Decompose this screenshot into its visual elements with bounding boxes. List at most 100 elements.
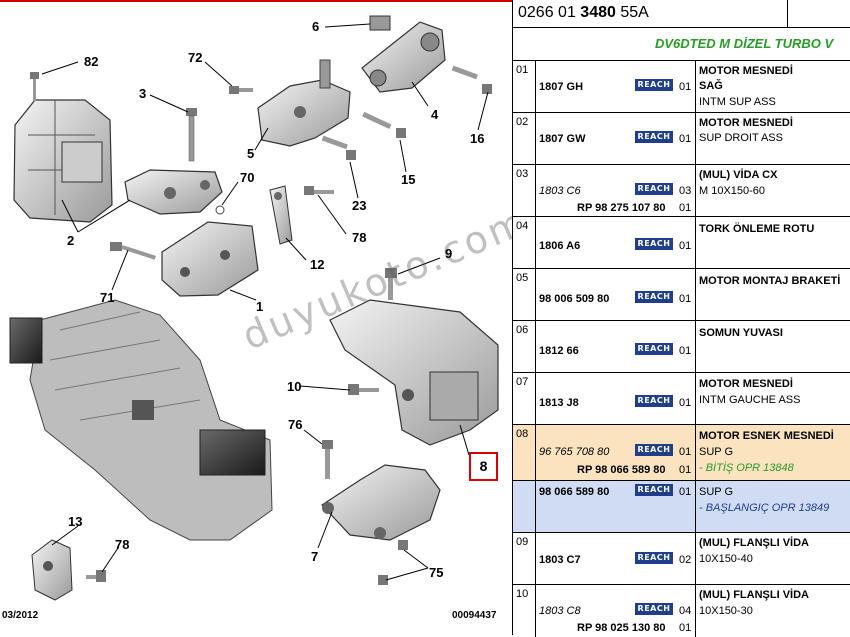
reach-badge: REACH — [635, 484, 673, 496]
diagram-drawing — [9, 15, 499, 601]
reach-badge: REACH — [635, 395, 673, 407]
reach-badge: REACH — [635, 552, 673, 564]
callout-1[interactable]: 1 — [256, 299, 264, 314]
bolt-9 — [385, 268, 397, 300]
callout-6[interactable]: 6 — [312, 19, 320, 34]
callout-10[interactable]: 10 — [287, 379, 302, 394]
part-desc-line2: 10X150-40 — [699, 553, 753, 565]
part-desc-line2: 10X150-30 — [699, 605, 753, 617]
top-accent-bar — [0, 0, 512, 2]
part-row-08-new[interactable]: 98 066 589 80 REACH 01 SUP G - BAŞLANGIÇ… — [513, 481, 850, 533]
part-ref: 96 765 708 80 — [539, 446, 610, 458]
bolt-10 — [348, 384, 379, 395]
part-8-mount — [329, 299, 499, 446]
part-ref: 1803 C6 — [539, 185, 581, 197]
reach-badge: REACH — [635, 79, 673, 91]
part-ref: 1803 C7 — [539, 554, 581, 566]
callout-5[interactable]: 5 — [247, 146, 255, 161]
bolt-15 — [362, 111, 406, 138]
part-ref: 1813 J8 — [539, 397, 579, 409]
callout-2[interactable]: 2 — [67, 233, 75, 248]
callout-12[interactable]: 12 — [310, 257, 325, 272]
callout-16[interactable]: 16 — [470, 131, 485, 146]
reach-badge: REACH — [635, 238, 673, 250]
part-desc-line2: M 10X150-60 — [699, 185, 766, 197]
row-number: 05 — [516, 272, 529, 284]
callout-9[interactable]: 9 — [445, 246, 453, 261]
callout-70[interactable]: 70 — [240, 170, 255, 185]
callout-3[interactable]: 3 — [139, 86, 147, 101]
part-desc-line2: SUP DROIT ASS — [699, 132, 783, 144]
bolt-23 — [321, 135, 356, 160]
bolt-72 — [229, 86, 253, 94]
panel-header: 0266 01 3480 55A — [513, 0, 850, 28]
part-row-05[interactable]: 05 98 006 509 80 REACH 01 MOTOR MONTAJ B… — [513, 269, 850, 321]
part-row-01[interactable]: 01 1807 GH REACH 01 MOTOR MESNEDİ SAĞ IN… — [513, 61, 850, 113]
part-desc-start-note: - BAŞLANGIÇ OPR 13849 — [699, 502, 830, 514]
replacement-ref: RP 98 066 589 80 — [577, 464, 666, 476]
part-row-10[interactable]: 10 1803 C8 RP 98 025 130 80 REACH 04 01 … — [513, 585, 850, 637]
reach-badge: REACH — [635, 291, 673, 303]
callout-7[interactable]: 7 — [311, 549, 319, 564]
quantity: 01 — [679, 81, 692, 93]
callout-78-top[interactable]: 78 — [352, 230, 367, 245]
row-number: 10 — [516, 588, 529, 600]
callout-76[interactable]: 76 — [288, 417, 303, 432]
part-row-07[interactable]: 07 1813 J8 REACH 01 MOTOR MESNEDİ INTM G… — [513, 373, 850, 425]
reach-badge: REACH — [635, 343, 673, 355]
quantity-replacement: 01 — [679, 464, 692, 476]
part-row-08[interactable]: 08 96 765 708 80 RP 98 066 589 80 REACH … — [513, 425, 850, 481]
part-desc-line1: (MUL) FLANŞLI VİDA — [699, 537, 809, 549]
reach-badge: REACH — [635, 131, 673, 143]
callout-78-bottom[interactable]: 78 — [115, 537, 130, 552]
replacement-ref: RP 98 275 107 80 — [577, 202, 666, 214]
part-desc-line1: MOTOR MESNEDİ — [699, 117, 793, 129]
reach-badge: REACH — [635, 603, 673, 615]
callout-15[interactable]: 15 — [401, 172, 416, 187]
engine-row: DV6DTED M DİZEL TURBO V — [513, 28, 850, 61]
part-desc-line1: SOMUN YUVASI — [699, 327, 783, 339]
part-desc-line1: (MUL) VİDA CX — [699, 169, 778, 181]
part-ref: 1803 C8 — [539, 605, 581, 617]
part-1-support — [161, 221, 259, 297]
part-desc-line2: INTM GAUCHE ASS — [699, 394, 801, 406]
part-desc-end-note: - BİTİŞ OPR 13848 — [699, 462, 794, 474]
quantity: 01 — [679, 240, 692, 252]
row-number: 01 — [516, 64, 529, 76]
part-ref: 1806 A6 — [539, 240, 581, 252]
part-13-bracket — [31, 539, 73, 601]
part-ref: 1807 GH — [539, 81, 584, 93]
reach-badge: REACH — [635, 183, 673, 195]
catalog-code-prefix: 0266 01 — [518, 4, 576, 21]
part-row-09[interactable]: 09 1803 C7 REACH 02 (MUL) FLANŞLI VİDA 1… — [513, 533, 850, 585]
callout-13[interactable]: 13 — [68, 514, 83, 529]
diagram-ref: 00094437 — [452, 610, 497, 621]
callout-71[interactable]: 71 — [100, 290, 115, 305]
part-desc-line1: SUP G — [699, 486, 734, 498]
part-row-02[interactable]: 02 1807 GW REACH 01 MOTOR MESNEDİ SUP DR… — [513, 113, 850, 165]
quantity: 04 — [679, 605, 692, 617]
part-desc-line1: MOTOR ESNEK MESNEDİ — [699, 430, 834, 442]
part-ref: 1812 66 — [539, 345, 579, 357]
callout-4[interactable]: 4 — [431, 107, 439, 122]
callout-23[interactable]: 23 — [352, 198, 367, 213]
row-number: 03 — [516, 168, 529, 180]
callout-8-highlighted[interactable]: 8 — [469, 452, 498, 481]
header-divider — [787, 0, 788, 28]
callout-72[interactable]: 72 — [188, 50, 203, 65]
callout-82[interactable]: 82 — [84, 54, 99, 69]
row-number: 08 — [516, 428, 529, 440]
leader-lines — [41, 23, 489, 581]
catalog-code: 0266 01 3480 55A — [518, 4, 649, 22]
part-desc-line2: SUP G — [699, 446, 734, 458]
row-number: 04 — [516, 220, 529, 232]
part-7-support — [321, 464, 441, 541]
part-5-bracket — [257, 59, 351, 147]
part-row-03[interactable]: 03 1803 C6 RP 98 275 107 80 REACH 03 01 … — [513, 165, 850, 217]
part-row-04[interactable]: 04 1806 A6 REACH 01 TORK ÖNLEME ROTU — [513, 217, 850, 269]
callout-75[interactable]: 75 — [429, 565, 444, 580]
bolt-71 — [110, 242, 156, 260]
quantity: 01 — [679, 446, 692, 458]
part-row-06[interactable]: 06 1812 66 REACH 01 SOMUN YUVASI — [513, 321, 850, 373]
part-12-link — [269, 185, 293, 245]
